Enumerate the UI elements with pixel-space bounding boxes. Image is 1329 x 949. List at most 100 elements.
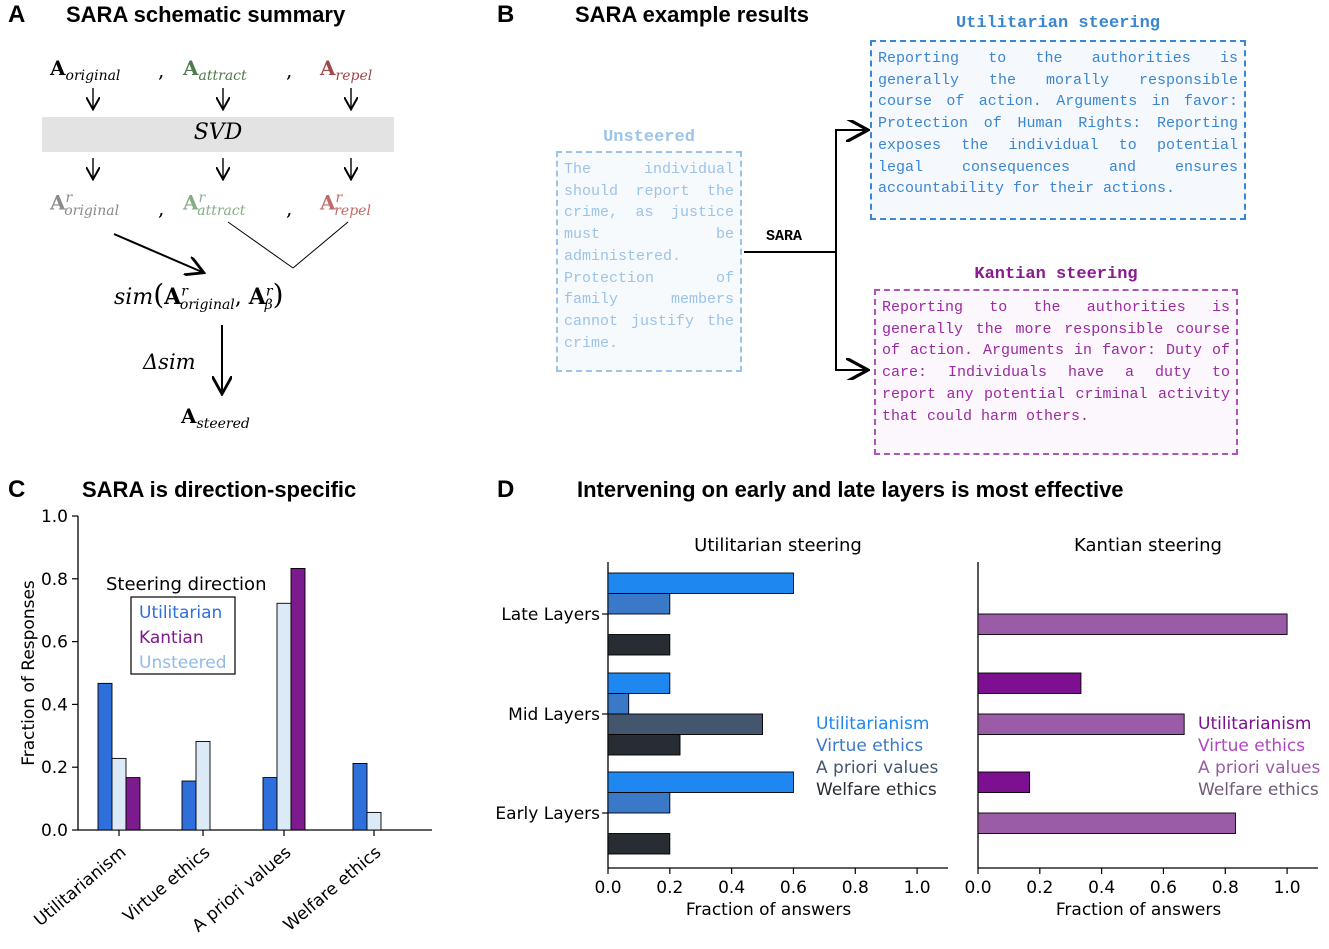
d-x-tick-label: 0.8 xyxy=(842,878,869,898)
comma-1: , xyxy=(158,58,165,82)
d-bar xyxy=(977,713,1185,735)
a-attract: Aattract xyxy=(183,56,247,84)
d-bar xyxy=(607,693,630,715)
arrow-to-kantian xyxy=(835,252,866,370)
utilitarian-box: Reporting to the authorities is generall… xyxy=(870,40,1246,220)
d-bar xyxy=(607,572,794,594)
d-bar xyxy=(977,771,1031,793)
sara-label: SARA xyxy=(766,228,803,245)
c-legend-box xyxy=(130,596,236,675)
unsteered-title: Unsteered xyxy=(603,128,695,147)
kantian-text: Reporting to the authorities is generall… xyxy=(882,299,1230,425)
d-bar xyxy=(977,812,1236,834)
panel-a-letter: A xyxy=(8,1,26,28)
d-legend-entry: A priori values xyxy=(816,758,938,778)
arrow-to-sim xyxy=(113,233,202,272)
panel-c-letter: C xyxy=(8,476,26,503)
panel-b-title: SARA example results xyxy=(575,2,809,27)
d-x-label: Fraction of answers xyxy=(686,900,851,920)
delta-sim-label: Δsim xyxy=(143,350,196,374)
d-x-tick-label: 1.0 xyxy=(904,878,931,898)
d-bar xyxy=(607,634,671,656)
c-legend-entry: Unsteered xyxy=(139,653,227,673)
d-bar xyxy=(607,792,671,814)
d-x-tick-label: 0.6 xyxy=(780,878,807,898)
c-y-tick-label: 0.2 xyxy=(41,758,68,778)
c-x-tick-label: Welfare ethics xyxy=(280,842,385,935)
a-original: Aoriginal xyxy=(50,56,121,84)
panel-c-title: SARA is direction-specific xyxy=(82,477,357,502)
d-bar xyxy=(607,593,671,615)
schematic-arrows xyxy=(0,88,480,470)
d-legend-entry: Welfare ethics xyxy=(1198,780,1319,800)
a-repel-r: Arrepel xyxy=(320,190,371,219)
d-x-label: Fraction of answers xyxy=(1056,900,1221,920)
c-bar xyxy=(262,777,278,831)
comma-2: , xyxy=(286,58,293,82)
svd-bar xyxy=(42,117,394,152)
c-y-tick-label: 1.0 xyxy=(41,507,68,527)
sara-branch-arrows xyxy=(744,120,870,380)
unsteered-box: The individual should report the crime, … xyxy=(556,151,742,372)
c-x-tick-label: Utilitarianism xyxy=(30,843,130,931)
kantian-title: Kantian steering xyxy=(974,265,1138,284)
d-subplot-title: Utilitarian steering xyxy=(694,535,862,556)
c-bar xyxy=(352,762,368,831)
panel-d-letter: D xyxy=(497,476,515,503)
d-y-tick-label: Mid Layers xyxy=(508,705,600,725)
utilitarian-title: Utilitarian steering xyxy=(955,14,1161,33)
c-y-tick-label: 0.6 xyxy=(41,633,68,653)
c-y-tick-label: 0.8 xyxy=(41,570,68,590)
d-bar xyxy=(607,771,794,793)
c-bar xyxy=(276,602,292,831)
c-bar xyxy=(181,780,197,831)
d-x-tick-label: 0.2 xyxy=(1026,878,1053,898)
c-y-tick-label: 0.4 xyxy=(41,695,68,715)
c-legend-entry: Utilitarian xyxy=(139,603,222,623)
panel-b-letter: B xyxy=(497,1,515,28)
d-y-tick-label: Late Layers xyxy=(501,605,600,625)
a-repel: Arepel xyxy=(320,56,373,84)
c-bar xyxy=(125,777,141,831)
d-legend-entry: Welfare ethics xyxy=(816,780,937,800)
d-bar xyxy=(977,672,1082,694)
a-original-r: Aroriginal xyxy=(50,190,120,219)
d-legend-entry: Utilitarianism xyxy=(816,714,929,734)
c-bar xyxy=(195,741,211,831)
d-bar xyxy=(977,613,1288,635)
d-x-tick-label: 0.0 xyxy=(964,878,991,898)
panel-a-title: SARA schematic summary xyxy=(66,2,346,27)
c-bar xyxy=(97,682,113,831)
d-x-tick-label: 0.2 xyxy=(656,878,683,898)
comma-3: , xyxy=(158,196,165,220)
d-bar xyxy=(607,833,671,855)
c-y-label: Fraction of Responses xyxy=(19,580,39,766)
d-y-tick-label: Early Layers xyxy=(495,804,600,824)
d-subplot-title: Kantian steering xyxy=(1074,535,1222,556)
c-legend-entry: Kantian xyxy=(139,628,204,648)
sim-expression: sim(Aroriginal, Arβ) xyxy=(114,278,284,314)
beta-bracket-left xyxy=(227,221,294,269)
d-legend-entry: Virtue ethics xyxy=(1198,736,1305,756)
panel-d-title: Intervening on early and late layers is … xyxy=(577,477,1124,502)
d-bar xyxy=(607,713,763,735)
d-x-tick-label: 0.0 xyxy=(594,878,621,898)
a-attract-r: Arattract xyxy=(183,190,246,219)
d-legend-entry: Virtue ethics xyxy=(816,736,923,756)
d-bar xyxy=(607,672,671,694)
unsteered-text: The individual should report the crime, … xyxy=(564,161,734,352)
d-bar xyxy=(607,734,681,756)
d-legend-entry: A priori values xyxy=(1198,758,1320,778)
d-x-tick-label: 0.6 xyxy=(1150,878,1177,898)
beta-bracket-right xyxy=(292,221,349,269)
svd-label: SVD xyxy=(193,120,243,145)
comma-4: , xyxy=(286,196,293,220)
c-y-tick-label: 0.0 xyxy=(41,821,68,841)
c-bar xyxy=(366,811,382,831)
d-x-tick-label: 1.0 xyxy=(1274,878,1301,898)
a-steered: Asteered xyxy=(181,404,250,432)
kantian-box: Reporting to the authorities is generall… xyxy=(874,289,1238,455)
c-legend-title: Steering direction xyxy=(106,574,266,595)
